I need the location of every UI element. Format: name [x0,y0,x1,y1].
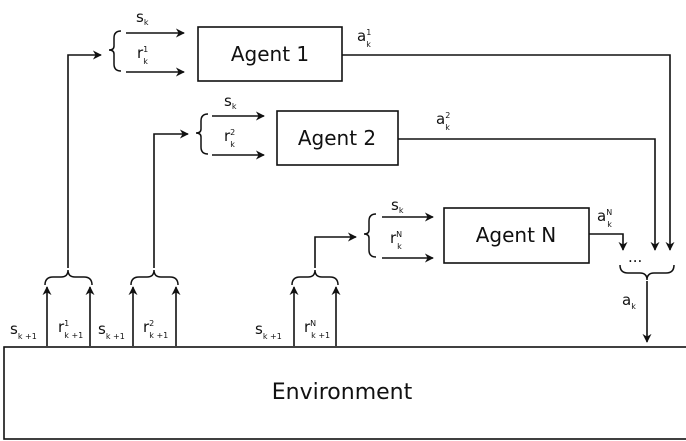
action-ellipsis: ... [628,248,642,266]
feedback-label-s-1: sk +1 [10,320,37,341]
feedback-path-agent-2 [153,129,189,268]
joint-action-brace [619,264,675,281]
agent-1-box [197,26,343,82]
action-path-agent-2 [398,138,660,251]
feedback-brace-agent-1 [44,269,93,286]
agent-n-input-brace [363,213,377,258]
feedback-brace-agent-n [291,269,339,286]
agent-n-state-label: sk [391,196,404,215]
agent-2-box [276,110,399,166]
agent-2-state-label: sk [224,92,237,111]
action-path-agent-n [589,233,628,251]
agent-1-title: Agent 1 [231,42,309,66]
action-path-agent-1 [342,54,675,251]
agent-1-state-label: sk [136,8,149,27]
environment-title: Environment [272,380,413,405]
agent-2-input-brace [195,113,209,155]
feedback-label-s-2: sk +1 [98,320,125,341]
joint-action-label: ak [622,291,636,311]
feedback-path-agent-1 [67,50,102,268]
agent-n-box [443,207,590,264]
environment-box [3,346,686,440]
feedback-brace-agent-2 [130,269,179,286]
agent-2-title: Agent 2 [298,126,376,150]
agent-n-title: Agent N [476,223,557,247]
feedback-label-s-n: sk +1 [255,320,282,341]
feedback-path-agent-n [314,232,357,268]
agent-1-input-brace [108,30,122,72]
